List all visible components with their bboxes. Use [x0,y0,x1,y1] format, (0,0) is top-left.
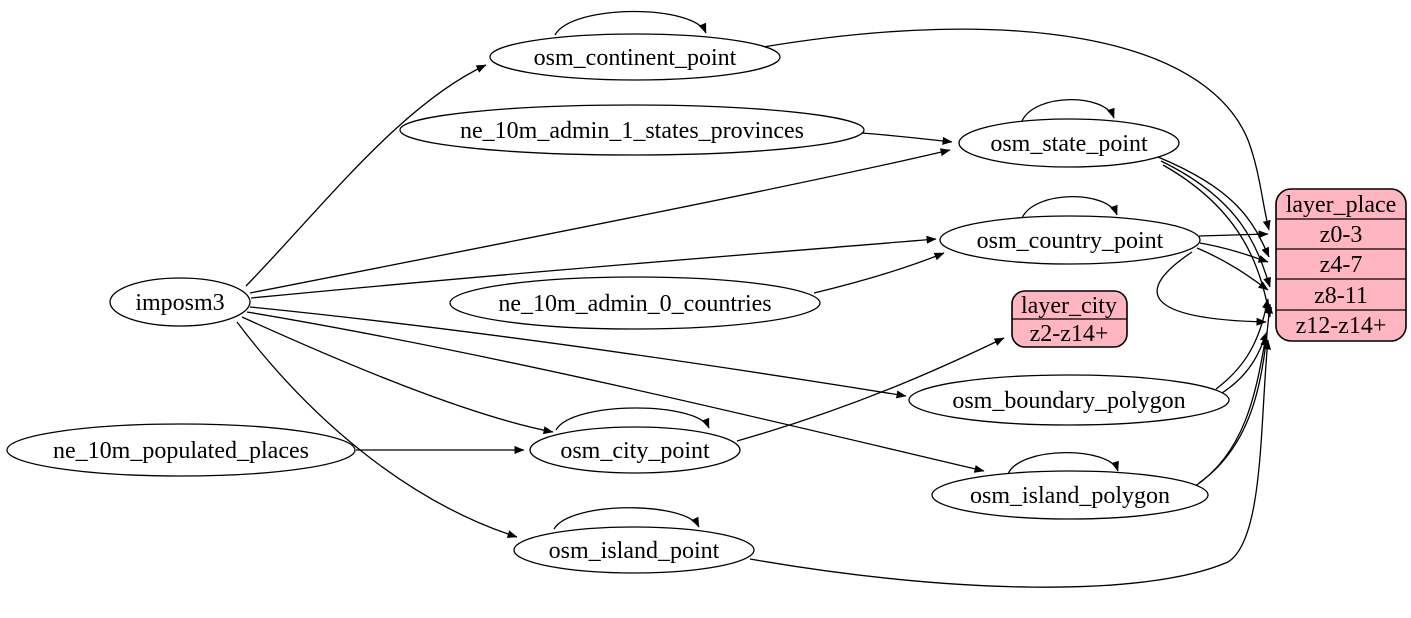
node-label-osm-boundary-polygon: osm_boundary_polygon [952,388,1185,414]
node-osm-island-polygon: osm_island_polygon [931,470,1209,520]
edge-osm-state-point-layer-place-z8-11 [1160,160,1271,288]
node-label-ne-10m-admin-0-countries: ne_10m_admin_0_countries [498,291,771,317]
edge-osm-country-point-layer-place-z12-z14 [1156,251,1267,326]
edge-osm-state-point-layer-place-z4-7 [1157,156,1270,258]
edge-ne-10m-admin-1-osm-state-point [861,132,953,145]
record-layer-place-row-z0-3: z0-3 [1320,222,1363,248]
node-osm-island-point: osm_island_point [513,526,755,574]
record-layer-city: layer_city z2-z14+ [1011,290,1128,348]
nodes: osm_continent_point ne_10m_admin_1_state… [6,33,1230,574]
record-layer-place-row-z12-z14: z12-z14+ [1296,313,1387,339]
node-label-osm-continent-point: osm_continent_point [534,45,737,71]
edge-imposm3-osm-country-point [250,235,937,299]
node-osm-country-point: osm_country_point [939,215,1201,265]
record-layer-place-title: layer_place [1286,192,1397,218]
selfloop-osm-island-point [553,507,700,530]
selfloop-osm-country-point [1021,195,1118,219]
edges [236,10,1274,588]
record-layer-place: layer_place z0-3 z4-7 z8-11 z12-z14+ [1275,188,1407,342]
record-layer-place-box [1275,188,1407,342]
record-layer-place-row-z8-11: z8-11 [1314,283,1368,309]
node-label-osm-island-polygon: osm_island_polygon [970,483,1170,509]
node-ne-10m-admin-0-countries: ne_10m_admin_0_countries [449,276,821,330]
edge-osm-city-point-layer-city-z2-z14 [736,337,1005,442]
record-layer-place-row-z4-7: z4-7 [1320,252,1363,278]
edge-imposm3-osm-state-point [249,148,951,294]
node-label-osm-state-point: osm_state_point [990,131,1148,157]
edge-imposm3-osm-continent-point [245,64,487,287]
node-label-imposm3: imposm3 [135,290,224,316]
node-label-osm-island-point: osm_island_point [549,538,720,564]
edge-osm-island-polygon-layer-place-z12-z14 [1193,335,1269,488]
selfloop-osm-island-polygon [1007,452,1119,475]
edge-osm-country-point-layer-place-z4-7 [1199,242,1269,263]
edge-osm-continent-point-layer-place-z0-3 [762,28,1271,231]
edge-osm-boundary-polygon-layer-place-z12-z14 [1221,331,1268,394]
node-ne-10m-populated-places: ne_10m_populated_places [6,423,356,477]
record-layer-city-row-z2-z14: z2-z14+ [1030,321,1109,347]
node-label-osm-city-point: osm_city_point [560,438,710,464]
selfloop-osm-state-point [1021,98,1115,122]
edge-imposm3-osm-boundary-polygon [249,306,907,399]
edge-imposm3-osm-island-polygon [246,311,985,473]
node-osm-city-point: osm_city_point [529,426,741,474]
node-label-ne-10m-admin-1-states-provinces: ne_10m_admin_1_states_provinces [460,118,804,144]
node-imposm3: imposm3 [109,277,251,327]
edge-osm-island-point-layer-place-z12-z14 [749,339,1272,588]
node-osm-boundary-polygon: osm_boundary_polygon [908,374,1230,426]
selfloop-osm-city-point [555,407,710,431]
node-osm-continent-point: osm_continent_point [489,33,781,81]
node-ne-10m-admin-1-states-provinces: ne_10m_admin_1_states_provinces [399,104,865,156]
edge-imposm3-osm-island-point [236,321,518,538]
record-layer-city-title: layer_city [1021,293,1117,319]
edge-osm-country-point-layer-place-z0-3 [1198,230,1269,239]
node-osm-state-point: osm_state_point [958,118,1180,168]
edge-ne-10m-admin-0-osm-country-point [813,252,945,294]
node-label-osm-country-point: osm_country_point [977,228,1164,254]
edge-imposm3-osm-city-point [241,316,554,435]
selfloop-osm-continent-point [554,10,707,36]
node-label-ne-10m-populated-places: ne_10m_populated_places [53,438,309,464]
